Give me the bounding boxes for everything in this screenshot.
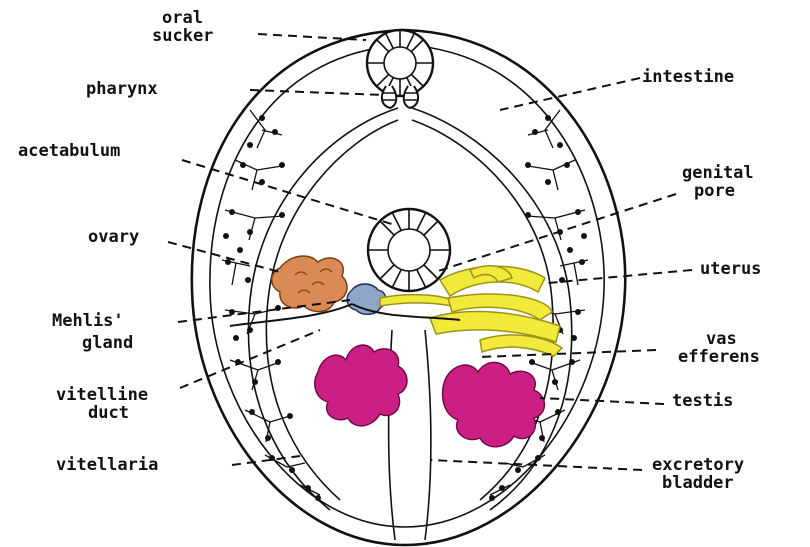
label-vas-efferens-line2: efferens bbox=[678, 347, 760, 367]
label-vitellaria: vitellaria bbox=[56, 455, 158, 475]
label-oral-sucker-line1: oral bbox=[162, 8, 203, 28]
leader-ovary bbox=[168, 242, 280, 272]
label-vitelline-duct-line1: vitelline bbox=[56, 385, 148, 405]
leader-pharynx bbox=[250, 90, 384, 95]
label-vitelline-duct-line2: duct bbox=[88, 403, 129, 423]
testis-left bbox=[315, 345, 407, 426]
oral-sucker bbox=[367, 30, 433, 96]
label-mehlis-gland-line1: Mehlis' bbox=[52, 311, 124, 331]
label-excretory-bladder-line1: excretory bbox=[652, 455, 744, 475]
label-intestine: intestine bbox=[642, 67, 734, 87]
ovary bbox=[272, 256, 347, 312]
label-testis: testis bbox=[672, 391, 733, 411]
label-mehlis-gland-line2: gland bbox=[82, 333, 133, 353]
vitelline-duct bbox=[230, 304, 460, 326]
leader-acetabulum bbox=[182, 160, 395, 225]
testis-right bbox=[443, 362, 545, 446]
label-uterus: uterus bbox=[700, 259, 761, 279]
label-genital-pore-line1: genital bbox=[682, 163, 754, 183]
label-vas-efferens-line1: vas bbox=[706, 329, 737, 349]
label-acetabulum: acetabulum bbox=[18, 141, 120, 161]
leader-vas-efferens bbox=[480, 350, 656, 357]
leader-vitellaria bbox=[232, 456, 300, 465]
label-oral-sucker-line2: sucker bbox=[152, 26, 213, 46]
leader-intestine bbox=[500, 78, 640, 110]
leader-uterus bbox=[548, 270, 692, 283]
acetabulum bbox=[368, 209, 450, 291]
leader-testis bbox=[540, 398, 664, 404]
label-pharynx: pharynx bbox=[86, 79, 158, 99]
label-genital-pore-line2: pore bbox=[694, 181, 735, 201]
leader-genital-pore bbox=[435, 194, 676, 272]
label-ovary: ovary bbox=[88, 227, 139, 247]
label-excretory-bladder-line2: bladder bbox=[662, 473, 734, 493]
